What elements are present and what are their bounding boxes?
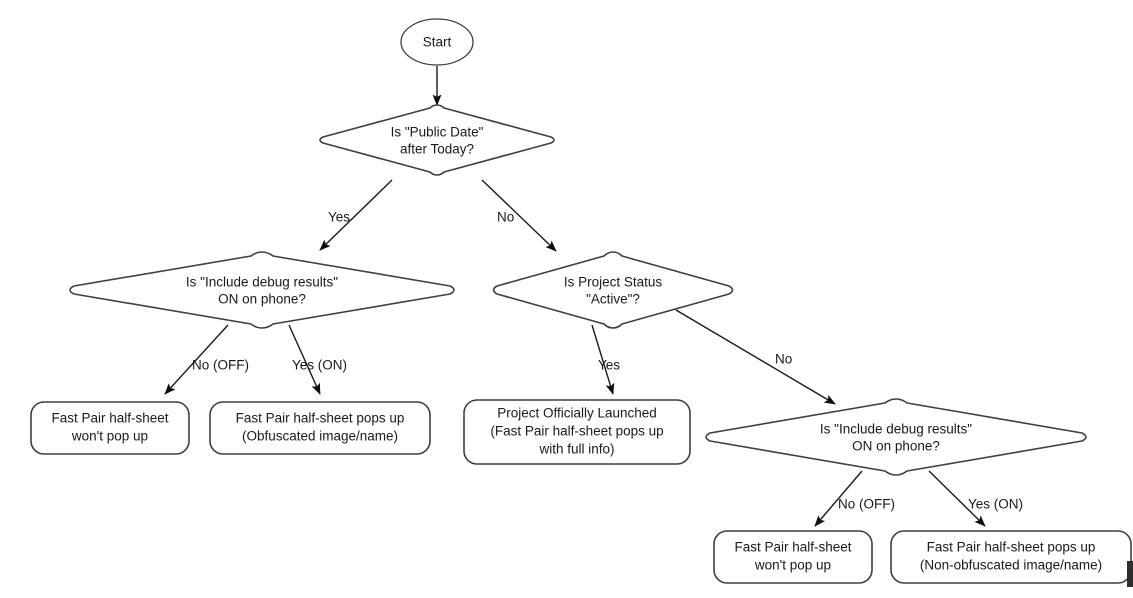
node-label-obfuscated-popup-line2: (Obfuscated image/name) bbox=[242, 429, 398, 444]
node-label-non-obfuscated-popup-line2: (Non-obfuscated image/name) bbox=[920, 558, 1102, 573]
node-non-obfuscated-popup[interactable]: Fast Pair half-sheet pops up (Non-obfusc… bbox=[890, 530, 1132, 584]
edge-label-public-date-yes: Yes bbox=[328, 210, 350, 225]
no-popup-left-box bbox=[30, 401, 190, 455]
node-public-date[interactable]: Is "Public Date" after Today? bbox=[319, 104, 555, 176]
node-obfuscated-popup[interactable]: Fast Pair half-sheet pops up (Obfuscated… bbox=[209, 401, 431, 455]
edge-line bbox=[814, 470, 863, 527]
start-ellipse bbox=[400, 18, 474, 66]
edge-line bbox=[591, 324, 615, 395]
obfuscated-popup-box bbox=[209, 401, 431, 455]
node-label-public-date-line2: after Today? bbox=[400, 142, 474, 157]
node-label-non-obfuscated-popup-line1: Fast Pair half-sheet pops up bbox=[927, 540, 1096, 555]
edge-project-status-no: No bbox=[675, 309, 836, 405]
node-label-officially-launched-line2: (Fast Pair half-sheet pops up bbox=[490, 424, 663, 439]
node-start[interactable]: Start bbox=[400, 18, 474, 66]
edge-debug-left-yes: Yes (ON) bbox=[288, 324, 347, 395]
edge-line bbox=[928, 470, 986, 527]
node-label-obfuscated-popup-line1: Fast Pair half-sheet pops up bbox=[236, 411, 405, 426]
node-debug-right[interactable]: Is "Include debug results" ON on phone? bbox=[705, 398, 1087, 476]
debug-left-diamond bbox=[69, 251, 455, 329]
node-label-no-popup-right-line1: Fast Pair half-sheet bbox=[734, 540, 851, 555]
edge-public-date-no: No bbox=[481, 179, 557, 252]
edge-label-project-status-yes: Yes bbox=[598, 358, 620, 373]
officially-launched-box bbox=[463, 399, 691, 465]
edge-project-status-yes: Yes bbox=[591, 324, 620, 395]
edge-label-debug-right-yes: Yes (ON) bbox=[968, 497, 1023, 512]
edge-label-debug-left-no: No (OFF) bbox=[192, 358, 249, 373]
edge-public-date-yes: Yes bbox=[319, 179, 393, 251]
node-no-popup-right[interactable]: Fast Pair half-sheet won't pop up bbox=[713, 530, 873, 584]
non-obfuscated-popup-box bbox=[890, 530, 1132, 584]
node-label-project-status-line2: "Active"? bbox=[586, 292, 640, 307]
no-popup-right-box bbox=[713, 530, 873, 584]
node-label-debug-right-line2: ON on phone? bbox=[852, 439, 940, 454]
edge-debug-left-no: No (OFF) bbox=[164, 324, 249, 395]
edge-debug-right-no: No (OFF) bbox=[814, 470, 895, 527]
node-label-public-date-line1: Is "Public Date" bbox=[391, 125, 484, 140]
node-label-project-status-line1: Is Project Status bbox=[564, 275, 663, 290]
node-label-debug-left-line2: ON on phone? bbox=[218, 292, 306, 307]
node-label-no-popup-right-line2: won't pop up bbox=[754, 558, 831, 573]
node-no-popup-left[interactable]: Fast Pair half-sheet won't pop up bbox=[30, 401, 190, 455]
node-label-officially-launched-line3: with full info) bbox=[538, 442, 614, 457]
public-date-diamond bbox=[319, 104, 555, 176]
edge-debug-right-yes: Yes (ON) bbox=[928, 470, 1023, 527]
debug-right-diamond bbox=[705, 398, 1087, 476]
edge-label-project-status-no: No bbox=[775, 352, 792, 367]
edge-line bbox=[288, 324, 321, 395]
node-label-no-popup-left-line1: Fast Pair half-sheet bbox=[51, 411, 168, 426]
edge-label-debug-right-no: No (OFF) bbox=[838, 497, 895, 512]
edge-label-debug-left-yes: Yes (ON) bbox=[292, 358, 347, 373]
node-label-start: Start bbox=[423, 35, 452, 50]
node-project-status[interactable]: Is Project Status "Active"? bbox=[492, 251, 734, 329]
edge-label-public-date-no: No bbox=[497, 210, 514, 225]
node-label-no-popup-left-line2: won't pop up bbox=[71, 429, 148, 444]
project-status-diamond bbox=[492, 251, 734, 329]
node-label-debug-left-line1: Is "Include debug results" bbox=[186, 275, 338, 290]
node-label-debug-right-line1: Is "Include debug results" bbox=[820, 422, 972, 437]
edge-crop-artifact bbox=[1127, 561, 1133, 587]
node-label-officially-launched-line1: Project Officially Launched bbox=[497, 406, 657, 421]
node-debug-left[interactable]: Is "Include debug results" ON on phone? bbox=[69, 251, 455, 329]
edge-line bbox=[319, 179, 393, 251]
edge-line bbox=[481, 179, 557, 252]
node-officially-launched[interactable]: Project Officially Launched (Fast Pair h… bbox=[463, 399, 691, 465]
edge-line bbox=[675, 309, 836, 405]
edge-line bbox=[164, 324, 229, 395]
